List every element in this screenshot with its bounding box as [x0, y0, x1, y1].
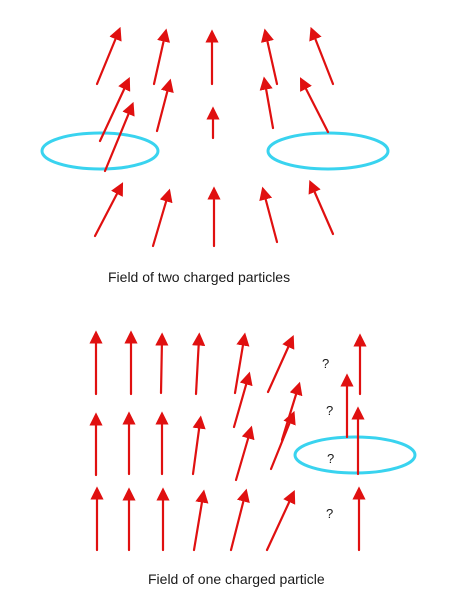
field-arrow — [269, 410, 296, 471]
caption-one-particle: Field of one charged particle — [148, 571, 325, 587]
field-arrow — [93, 182, 124, 238]
field-arrow — [300, 77, 330, 134]
one-particle-field — [89, 330, 417, 552]
caption-two-particles: Field of two charged particles — [108, 269, 291, 285]
field-arrow — [155, 332, 169, 395]
field-arrow — [308, 179, 335, 236]
left-particle-ring — [40, 131, 160, 171]
two-particle-field — [40, 26, 390, 248]
field-arrow — [98, 77, 131, 143]
field-arrow — [191, 415, 206, 476]
field-arrow — [265, 490, 296, 552]
field-arrow — [229, 488, 250, 552]
right-particle-ring — [266, 131, 390, 171]
field-arrow — [95, 26, 122, 86]
field-arrow — [233, 332, 250, 395]
field-arrow — [261, 28, 279, 86]
field-arrow — [259, 186, 279, 244]
question-mark-icon: ? — [322, 356, 330, 371]
field-arrow — [232, 371, 253, 429]
field-arrow — [234, 425, 255, 482]
field-arrow — [103, 101, 135, 173]
field-arrow — [259, 76, 275, 130]
question-mark-icon: ? — [326, 506, 334, 521]
field-arrow — [266, 334, 295, 394]
field-arrow — [155, 78, 174, 133]
field-arrow — [309, 26, 335, 86]
particle-ring — [293, 435, 417, 475]
question-mark-icon: ? — [327, 451, 335, 466]
field-arrow — [192, 332, 206, 396]
field-arrow — [151, 188, 173, 248]
field-arrow — [152, 28, 170, 86]
field-arrow — [192, 489, 209, 552]
field-arrow — [280, 381, 303, 442]
question-mark-icon: ? — [326, 403, 334, 418]
